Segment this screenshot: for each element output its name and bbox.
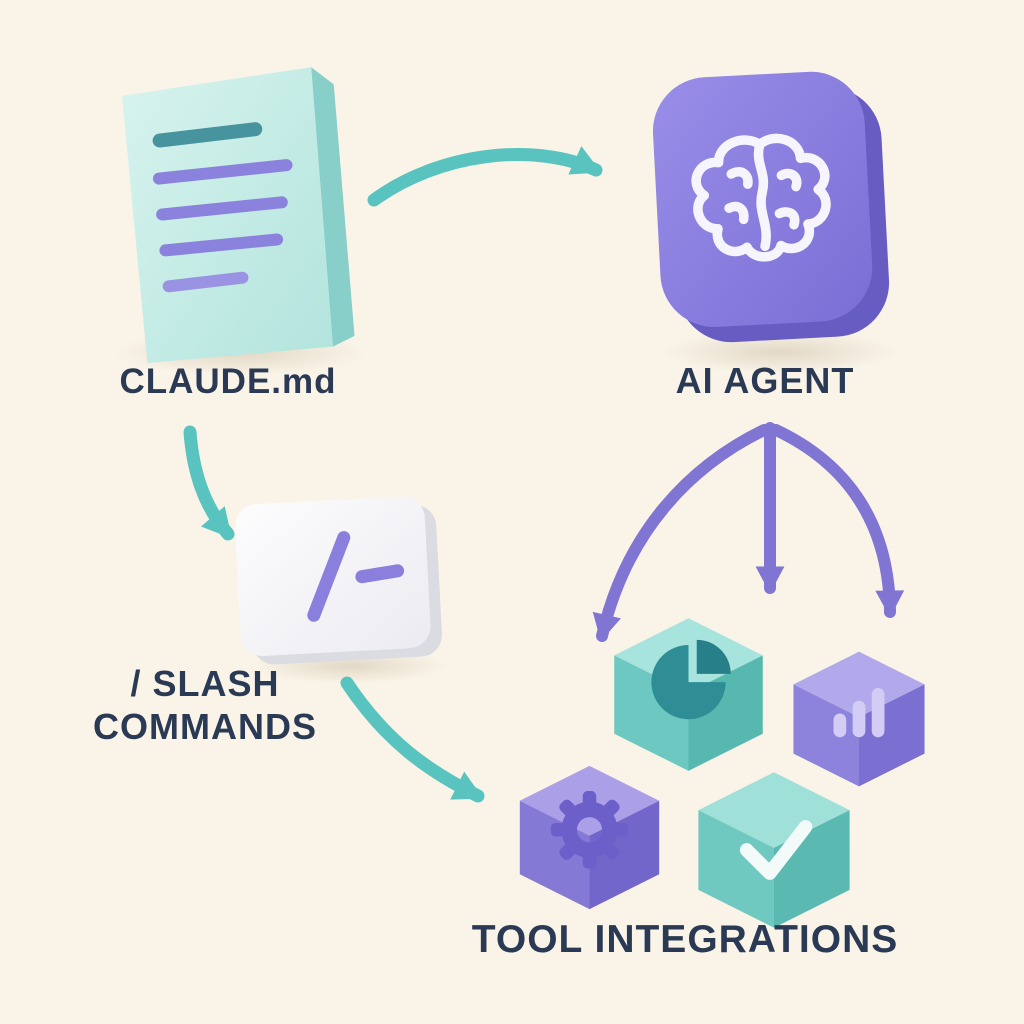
document-text-line-3 (156, 196, 288, 221)
gear-icon (550, 791, 629, 869)
tool-cube-pie (606, 614, 771, 780)
slash-commands-label-line2: COMMANDS (93, 706, 317, 748)
arrow-agent-to-tools-left (592, 424, 770, 642)
arrow-claude-to-slash (183, 425, 235, 541)
pie-chart-icon (651, 639, 731, 720)
slash-commands-label-line1: / SLASH (130, 663, 280, 704)
slash-symbol (307, 531, 405, 622)
checkmark-tool (698, 772, 850, 928)
slash-card (235, 496, 442, 665)
slash-commands-label: / SLASH COMMANDS (50, 662, 360, 748)
tool-cube-gear (512, 762, 667, 918)
brain-icon (691, 133, 831, 262)
claude-md-label: CLAUDE.md (119, 362, 337, 401)
document-front-face (122, 67, 333, 364)
arrow-agent-to-tools-right (770, 424, 905, 618)
arrow-slash-to-tools (340, 676, 485, 803)
ai-agent-block (652, 71, 890, 343)
tool-integrations-label: TOOL INTEGRATIONS (471, 918, 899, 961)
tool-cube-bar (786, 648, 932, 795)
pie-chart-tool (614, 618, 763, 771)
arrow-claude-to-agent (367, 146, 603, 207)
document-text-line-1 (152, 122, 263, 148)
bar-chart-tool (793, 651, 925, 787)
document-text-line-4 (159, 233, 284, 257)
document-text-line-2 (152, 159, 293, 185)
checkmark-icon (739, 820, 813, 880)
ai-agent-label: AI AGENT (675, 360, 855, 401)
ai-agent-node (645, 52, 900, 362)
document-icon (122, 67, 355, 364)
tool-cube-check (690, 768, 858, 937)
document-text-line-5 (162, 271, 249, 293)
claude-md-node (108, 58, 358, 368)
bar-chart-icon (833, 688, 885, 738)
document-side-face (311, 67, 355, 347)
slash-commands-node (232, 492, 452, 682)
gear-tool (519, 765, 660, 910)
